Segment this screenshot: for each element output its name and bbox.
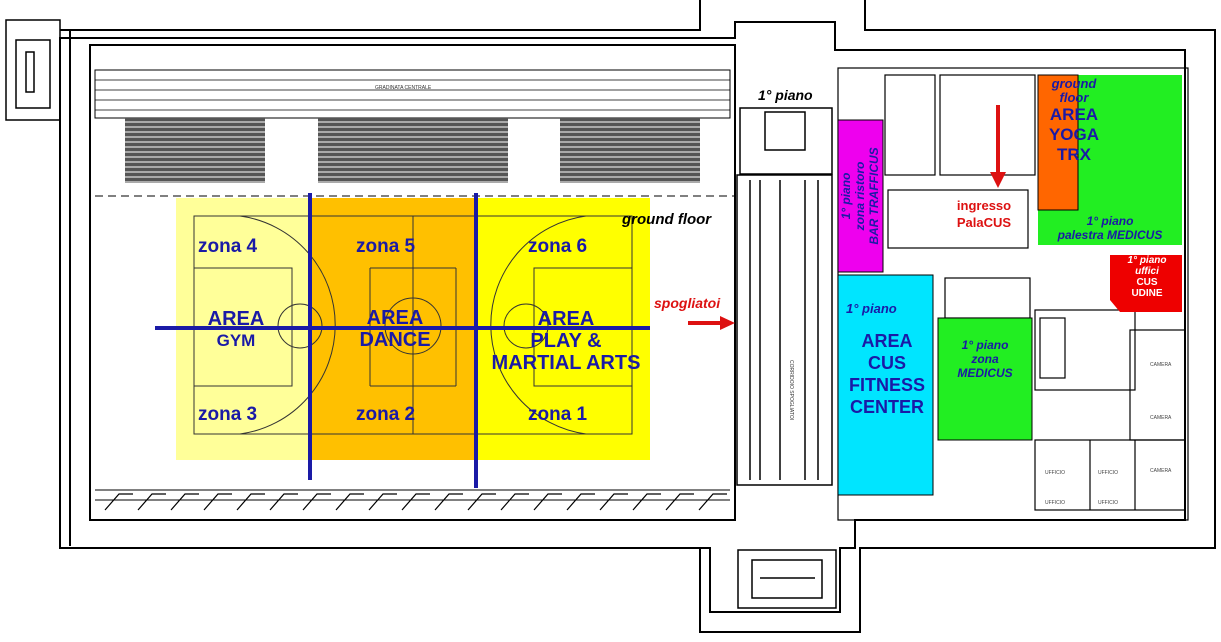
stair-chevron (533, 493, 562, 511)
label-uffici-cus: 1° piano uffici CUS UDINE (1112, 255, 1182, 299)
gradinata-label: GRADINATA CENTRALE (375, 85, 432, 91)
stair-chevron (104, 493, 133, 511)
uffici-line2: uffici (1135, 266, 1159, 277)
area-play-line3: MARTIAL ARTS (491, 352, 641, 374)
area-play-line1: AREA (537, 308, 595, 330)
room-label: CAMERA (1150, 415, 1172, 421)
label-zona-medicus: 1° piano zona MEDICUS (938, 338, 1032, 380)
stair-chevron (302, 493, 331, 511)
area-dance-line1: AREA (366, 307, 424, 329)
zone-dividers (155, 193, 650, 488)
stair-chevron (599, 493, 628, 511)
uffici-line3: CUS (1136, 277, 1158, 288)
room-label: UFFICIO (1045, 470, 1065, 476)
label-zona-3: zona 3 (198, 404, 258, 425)
fitness-area-fill (838, 275, 933, 495)
label-bar-trafficus: 1° piano zona ristoro BAR TRAFFICUS (839, 147, 881, 244)
yoga-line3: AREA (1049, 105, 1099, 124)
arrow-spogliatoi (688, 316, 735, 330)
palestra-area-fill (1038, 75, 1182, 245)
yoga-line5: TRX (1057, 145, 1091, 164)
fitness-line2: CUS (867, 353, 906, 373)
label-zona-4: zona 4 (198, 236, 258, 257)
seating-blocks (125, 118, 700, 183)
label-area-gym: AREA GYM (200, 308, 272, 352)
label-zona-6: zona 6 (528, 236, 588, 257)
stair-chevron (269, 493, 298, 511)
stair-chevron (632, 493, 661, 511)
stair-chevron (203, 493, 232, 511)
uffici-area-fill (1110, 255, 1182, 312)
stair-chevron (500, 493, 529, 511)
corridor (736, 107, 833, 486)
room-label: UFFICIO (1098, 500, 1118, 506)
stair-chevron (170, 493, 199, 511)
bar-line3: BAR TRAFFICUS (867, 147, 881, 245)
label-yoga: ground floor AREA YOGA TRX (1038, 77, 1110, 165)
stair-chevron (698, 493, 727, 511)
yoga-area-fill (1038, 75, 1078, 210)
label-area-dance: AREA DANCE (350, 307, 440, 351)
fitness-line1: AREA (861, 331, 913, 351)
corridor-label: CORRIDOIO SPOGLIATOI (788, 360, 794, 420)
stair-chevron (368, 493, 397, 511)
area-play-line2: PLAY & (530, 330, 602, 352)
palestra-line2: palestra MEDICUS (1057, 228, 1163, 242)
label-fitness-head: 1° piano (846, 301, 897, 316)
grandstand-bottom (95, 489, 730, 501)
room-label: CAMERA (1150, 468, 1172, 474)
bar-line2: zona ristoro (853, 161, 867, 231)
fitness-line3: FITNESS (848, 375, 925, 395)
stair-chevron (434, 493, 463, 511)
stair-chevron (335, 493, 364, 511)
stair-chevron (467, 493, 496, 511)
label-zona-2: zona 2 (356, 404, 416, 425)
stair-bottom (737, 549, 837, 609)
medicus-line3: MEDICUS (957, 366, 1013, 380)
label-area-play: AREA PLAY & MARTIAL ARTS (478, 308, 654, 374)
label-1piano-top: 1° piano (758, 87, 813, 103)
palestra-line1: 1° piano (1086, 214, 1134, 228)
area-gym-line1: AREA (207, 308, 265, 330)
stair-top-left (5, 19, 61, 121)
ingresso-line2: PalaCUS (956, 215, 1012, 230)
yoga-line2: floor (1059, 90, 1089, 105)
medicus-line2: zona (971, 352, 999, 366)
room-label: UFFICIO (1098, 470, 1118, 476)
yoga-line1: ground (1051, 76, 1097, 91)
area-outlines (837, 74, 1079, 496)
uffici-line1: 1° piano (1127, 255, 1167, 266)
stair-chevron (401, 493, 430, 511)
label-zona-1: zona 1 (528, 404, 588, 425)
stair-chevron (236, 493, 265, 511)
label-ingresso: ingresso PalaCUS (946, 197, 1022, 231)
medicus-area-fill-2 (938, 318, 1032, 440)
fitness-line4: CENTER (849, 397, 924, 417)
ingresso-line1: ingresso (956, 198, 1012, 213)
label-fitness-center: AREA CUS FITNESS CENTER (838, 330, 936, 418)
room-label: UFFICIO (1045, 500, 1065, 506)
stair-chevron (566, 493, 595, 511)
label-ground-floor: ground floor (622, 211, 712, 228)
bar-line1: 1° piano (839, 172, 853, 220)
bar-area-fill (838, 120, 883, 272)
label-palestra-medicus: 1° piano palestra MEDICUS (1040, 214, 1180, 242)
label-spogliatoi: spogliatoi (654, 295, 721, 311)
uffici-line4: UDINE (1131, 288, 1163, 299)
yoga-line4: YOGA (1048, 125, 1100, 144)
area-gym-line2: GYM (216, 331, 256, 350)
stair-chevron (665, 493, 694, 511)
room-label: CAMERA (1150, 362, 1172, 368)
stair-chevron (137, 493, 166, 511)
area-dance-line2: DANCE (359, 329, 431, 351)
grandstand-top (94, 69, 731, 119)
label-zona-5: zona 5 (356, 236, 416, 257)
arrow-ingresso (990, 105, 1006, 188)
medicus-line1: 1° piano (961, 338, 1009, 352)
